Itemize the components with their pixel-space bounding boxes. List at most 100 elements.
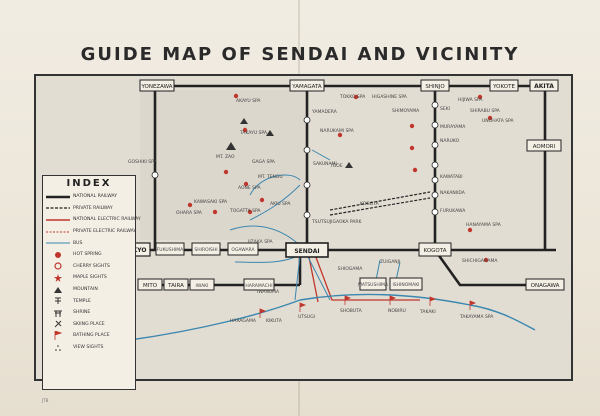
city-mito-label: MITO — [143, 283, 158, 289]
city-box-mito — [137, 278, 163, 291]
place-label: KAWATABI — [440, 174, 463, 180]
cherry-icon — [43, 261, 73, 271]
legend-label: MOUNTAIN — [73, 287, 98, 293]
city-box-iwaki — [189, 278, 215, 291]
bus-route-1 — [249, 174, 301, 196]
bus-line-icon — [43, 238, 73, 248]
city-haramachi-label: HARAMACHI — [245, 283, 272, 289]
legend-row: BATHING PLACE — [43, 330, 135, 342]
legend-row: MAPLE SIGHTS — [43, 272, 135, 284]
place-labels: AKAYU SPA TOKKO SPA HIGASHINE SPA HIJIWA… — [128, 94, 515, 324]
national-railway-line-icon — [43, 192, 73, 202]
place-label: TOKKO SPA — [339, 94, 366, 100]
legend-row: SKIING PLACE — [43, 319, 135, 331]
city-ogawara-label: OGAWARA — [231, 247, 255, 253]
place-label: SHICHIGAHAMA — [462, 258, 498, 264]
place-label: TOGATTA SPA — [229, 208, 261, 214]
legend-label: BUS — [73, 240, 83, 246]
place-label: HIGASHINE SPA — [372, 94, 408, 100]
place-label: HANAYAMA SPA — [466, 222, 502, 228]
place-label: AONE SPA — [238, 185, 261, 191]
place-label: AKIU SPA — [270, 201, 291, 207]
city-shiogama-label: SHIOGAMA — [338, 266, 364, 272]
place-label: TSUTSUJIGAOKA PARK — [311, 219, 362, 225]
city-sendai-label: SENDAI — [294, 248, 319, 255]
bus-route-2 — [249, 184, 301, 221]
place-label: SHIMOYAMA — [392, 108, 420, 114]
city-kogota-label: KOGOTA — [424, 248, 447, 254]
place-label: TAKAYU SPA — [239, 130, 268, 136]
temple-icon — [43, 296, 73, 306]
private-railway-network — [329, 191, 431, 216]
city-box-sendai — [285, 242, 329, 258]
legend-label: TEMPLE — [73, 298, 91, 304]
place-label: FURUKAWA — [440, 208, 466, 214]
rail-ishinomaki-line — [433, 249, 545, 287]
legend-row: PRIVATE ELECTRIC RAILWAY — [43, 226, 136, 238]
place-label: KAWASAKI SPA — [194, 199, 228, 205]
city-onagawa-label: ONAGAWA — [531, 283, 560, 289]
legend-row: SHRINE — [43, 307, 135, 319]
legend-rows: NATIONAL RAILWAY PRIVATE RAILWAY NATIONA… — [43, 191, 141, 354]
city-iwanuma-label: IWANUMA — [257, 289, 280, 295]
place-label: MT. TENGU — [258, 174, 283, 180]
bathing-flag-icons — [259, 295, 477, 318]
city-box-akita — [529, 79, 559, 92]
legend-label: PRIVATE RAILWAY — [73, 205, 113, 211]
bus-route-9 — [311, 149, 331, 161]
place-label: HARAGAMA — [230, 318, 257, 324]
place-label: TOOE — [329, 163, 343, 169]
legend-row: TEMPLE — [43, 295, 135, 307]
national-electric-line-icon — [43, 215, 73, 225]
city-yonezawa-label: YONEZAWA — [140, 84, 172, 90]
legend-label: NATIONAL ELECTRIC RAILWAY — [73, 217, 141, 223]
place-label: KIKUTA — [266, 318, 283, 324]
place-label: SHOBUTA — [340, 308, 363, 314]
place-label: NAKANIIDA — [440, 190, 466, 196]
city-box-shinjo — [420, 79, 450, 92]
place-label: TAKAYAMA SPA — [459, 314, 494, 320]
city-box-yamagata — [289, 79, 325, 92]
city-yokote-label: YOKOTE — [492, 84, 515, 90]
place-label: UTSUGI — [298, 314, 315, 320]
city-box-ogawara — [227, 242, 259, 256]
legend-row: BUS — [43, 237, 135, 249]
city-akita-label: AKITA — [534, 83, 554, 90]
place-label: SHIRABU SPA — [470, 108, 501, 114]
bus-route-6 — [306, 254, 331, 301]
city-box-kogota — [418, 242, 452, 257]
private-railway-line-icon — [43, 203, 73, 213]
place-label: MURAYAMA — [440, 124, 466, 130]
bus-route-5 — [294, 254, 301, 301]
hot-spring-icon — [43, 250, 73, 260]
legend-label: NATIONAL RAILWAY — [73, 194, 118, 200]
city-box-matsushima — [359, 277, 387, 291]
place-label: UNOHATA SPA — [482, 118, 515, 124]
place-label: KOGOTA — [360, 201, 380, 207]
maple-icon — [43, 273, 73, 283]
view-icon — [43, 343, 73, 353]
legend-label: CHERRY SIGHTS — [73, 263, 110, 269]
city-box-yonezawa — [139, 79, 175, 92]
legend-row: MOUNTAIN — [43, 284, 135, 296]
place-label: NARUKAMI SPA — [320, 128, 355, 134]
legend-title: INDEX — [66, 178, 112, 189]
legend-index: INDEX NATIONAL RAILWAY PRIVATE RAILWAY N… — [42, 175, 141, 390]
city-box-haramachi — [243, 278, 275, 291]
city-box-shiroishi — [191, 242, 221, 256]
map-title: GUIDE MAP OF SENDAI AND VICINITY — [80, 44, 520, 65]
place-label: AKAYU SPA — [236, 98, 261, 104]
mountain-icon — [43, 285, 73, 295]
place-label: NARUKO — [440, 138, 460, 144]
place-label: IIZAKA SPA — [248, 239, 273, 245]
shrine-icon — [43, 308, 73, 318]
station-dots — [151, 101, 439, 219]
legend-row: VIEW SIGHTS — [43, 342, 135, 354]
place-label: GOSHIKI SPA — [128, 159, 158, 165]
rail-private-branch — [329, 197, 431, 216]
place-label: YAMADERA — [311, 109, 338, 115]
city-fukushima-label: FUKUSHIMA — [157, 247, 184, 253]
mountain-icons — [226, 118, 353, 168]
rail-kurihara-line — [329, 191, 431, 211]
city-shiroishi-label: SHIROISHI — [194, 247, 217, 253]
